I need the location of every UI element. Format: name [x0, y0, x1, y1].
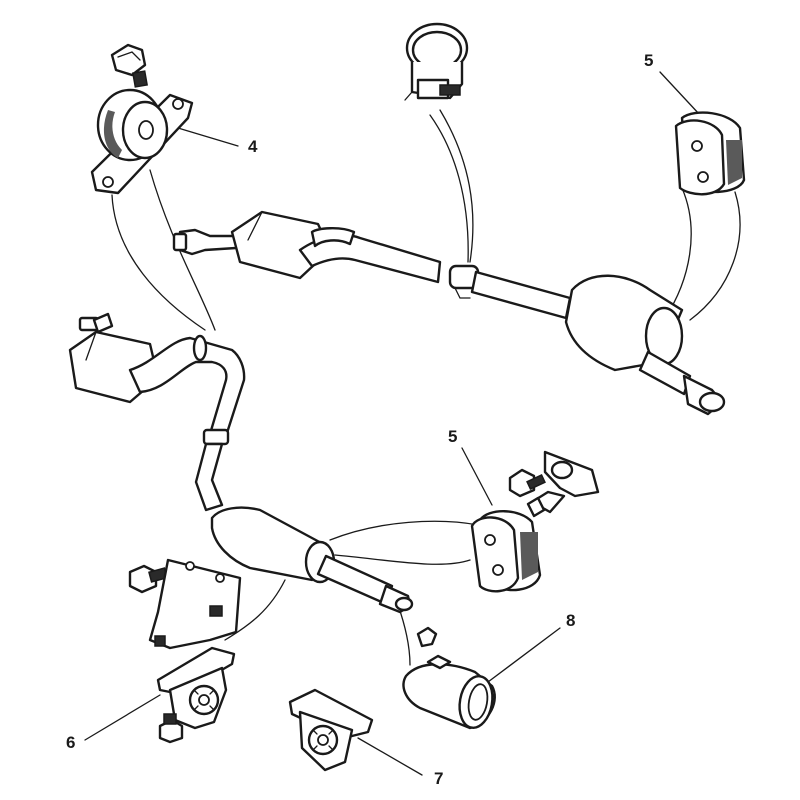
callout-6: 6 — [66, 733, 75, 752]
callout-leaders — [84, 71, 701, 776]
tailpipe-trim-8 — [402, 626, 496, 730]
callout-4: 4 — [248, 137, 258, 156]
upper-exhaust-pipe-section — [172, 210, 572, 320]
callout-5-mid: 5 — [448, 427, 457, 446]
rubber-mount-assembly-4 — [90, 43, 194, 195]
callout-8: 8 — [566, 611, 575, 630]
rubber-hanger-mid-5 — [470, 510, 542, 593]
rubber-hanger-top-5 — [674, 111, 746, 196]
association-lines — [111, 109, 741, 666]
callout-7: 7 — [434, 769, 443, 788]
middle-pipe-section — [68, 312, 246, 512]
rubber-mount-7 — [288, 688, 374, 772]
mounting-bracket-assembly-6 — [128, 558, 242, 744]
center-silencer — [210, 506, 414, 614]
rear-silencer — [564, 274, 726, 416]
callout-5-top: 5 — [644, 51, 653, 70]
hanger-bracket-bolts — [508, 450, 600, 518]
bushing-bracket — [90, 88, 194, 195]
pipe-clamp — [404, 22, 469, 101]
hex-bolt-top — [110, 43, 148, 88]
